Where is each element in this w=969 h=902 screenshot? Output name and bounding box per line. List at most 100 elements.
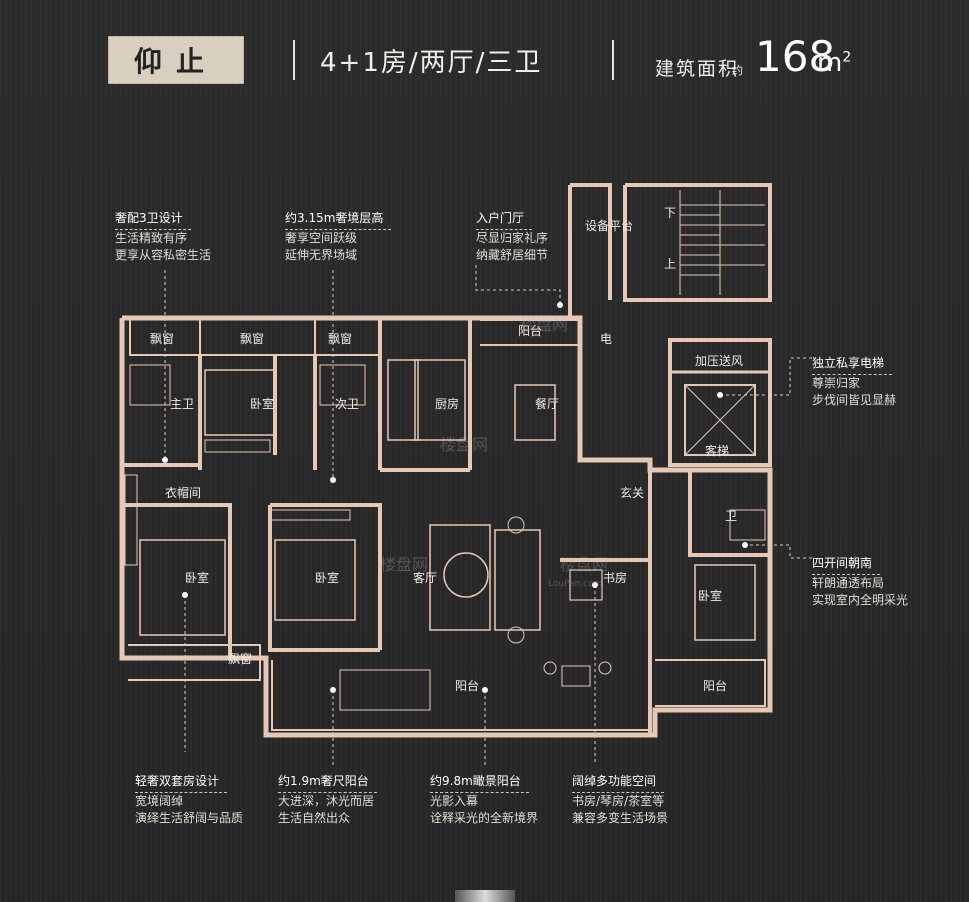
callout-line: 实现室内全明采光 [812,593,909,607]
callout-line: 生活精致有序 [115,231,188,245]
wardrobe-rail [204,439,271,453]
interior-wall [125,503,382,660]
callout-line: 更享从容私密生活 [115,248,212,262]
label-stair-up: 上 [664,257,676,271]
callout-entry: 入户门厅 尽显归家礼序 纳藏舒居细节 [476,207,548,264]
callout-line: 轩朗通透布局 [812,576,885,590]
leader-dot [330,477,336,483]
leader-dot [592,582,598,588]
sofa [494,529,541,631]
study-desk [569,569,603,601]
side-table [507,516,525,534]
callout-title: 独立私享电梯 [812,354,893,375]
label-kitchen: 厨房 [435,396,459,411]
callout-multi: 阔绰多功能空间 书房/琴房/茶室等 兼容多变生活场景 [572,770,668,827]
side-table [507,626,525,644]
bed-1 [204,369,276,436]
label-balcony: 阳台 [455,678,479,693]
wardrobe-rail [124,474,138,566]
label-foyer: 玄关 [620,485,644,500]
armchair [429,524,491,631]
header-divider [293,40,295,80]
callout-line: 宽境阔绰 [135,794,184,808]
label-wardrobe: 衣帽间 [165,485,201,500]
project-title: 仰止 [108,36,244,84]
callout-line: 尽显归家礼序 [476,231,549,245]
watermark-brand: 楼盘网 [560,555,608,574]
leader-dot [482,687,488,693]
label-bay-window: 飘窗 [150,332,174,346]
label-balcony: 阳台 [703,678,727,693]
area-unit-sup: 2 [842,49,852,66]
interior-wall [480,319,581,346]
balcony-rail [271,660,651,731]
callout-bath: 奢配3卫设计 生活精致有序 更享从容私密生活 [115,207,211,264]
label-living: 客厅 [413,570,437,585]
label-dining: 餐厅 [535,396,559,411]
bath-fixture [319,364,366,406]
callout-balcony-9-8: 约9.8m瞰景阳台 光影入幕 诠释采光的全新境界 [430,770,538,827]
callout-line: 步伐间皆见显赫 [812,393,897,407]
label-second-bath: 次卫 [335,397,359,411]
leader-line [475,265,561,305]
callout-line: 生活自然出众 [278,811,351,825]
callout-line: 奢享空间跃级 [285,231,358,245]
callout-height: 约3.15m奢境层高 奢享空间跃级 延伸无界场域 [285,207,392,264]
callout-title: 奢配3卫设计 [115,209,191,230]
interior-wall [688,470,770,557]
elevator-car-x [684,384,756,456]
balcony-rail [655,659,766,707]
label-elevator: 客梯 [705,443,729,458]
bath-fixture [729,509,766,541]
outer-wall [119,315,773,738]
callout-south: 四开间朝南 轩朗通透布局 实现室内全明采光 [812,552,908,609]
callout-elevator: 独立私享电梯 尊崇归家 步伐间皆见显赫 [812,352,896,409]
bed-2 [139,539,226,636]
label-pressure-duct: 加压送风 [695,353,743,368]
stair-steps [679,190,765,295]
callout-line: 书房/琴房/茶室等 [572,794,665,808]
leader-dot [742,542,748,548]
leader-dot [717,392,723,398]
label-bedroom: 卧室 [698,588,722,603]
balcony-stool [543,661,557,675]
label-stair-down: 下 [664,206,676,220]
label-study: 书房 [603,570,627,585]
callout-line: 光影入幕 [430,794,479,808]
label-platform: 设备平台 [585,218,633,233]
interior-wall [560,460,652,735]
watermark-brand: 楼盘网 [440,435,488,454]
callout-line: 延伸无界场域 [285,248,358,262]
bay-window-bottom [128,644,261,681]
area-label: 建筑面积 [655,58,740,80]
label-master-bath: 主卫 [170,397,194,411]
label-bath: 卫 [725,509,737,523]
callout-line: 诠释采光的全新境界 [430,811,539,825]
leader-dot [182,592,188,598]
callout-line: 尊崇归家 [812,376,861,390]
bed-4 [694,564,756,641]
callout-suite: 轻奢双套房设计 宽境阔绰 演绎生活舒阔与品质 [135,770,243,827]
label-electric: 电 [600,332,612,346]
callout-line: 纳藏舒居细节 [476,248,549,262]
balcony-stool [598,661,612,675]
callout-title: 入户门厅 [476,209,533,230]
callout-title: 阔绰多功能空间 [572,772,665,793]
callout-title: 轻奢双套房设计 [135,772,228,793]
label-bedroom: 卧室 [250,396,274,411]
bath-fixture [129,364,171,406]
stair-core-wall [568,183,772,318]
callout-balcony-1-9: 约1.9m奢尺阳台 大进深，沐光而居 生活自然出众 [278,770,377,827]
watermark-url: LouPan.com [548,579,602,589]
watermark-brand: 楼盘网 [520,315,568,334]
bed-3 [274,539,356,621]
callout-line: 大进深，沐光而居 [278,794,375,808]
callout-title: 约3.15m奢境层高 [285,209,392,230]
pressure-duct [670,338,772,374]
bottom-tab [455,890,515,902]
leader-dot [330,687,336,693]
balcony-table [561,665,591,687]
elevator-car [684,384,756,456]
label-balcony: 阳台 [518,323,542,338]
label-bay-window: 飘窗 [240,332,264,346]
